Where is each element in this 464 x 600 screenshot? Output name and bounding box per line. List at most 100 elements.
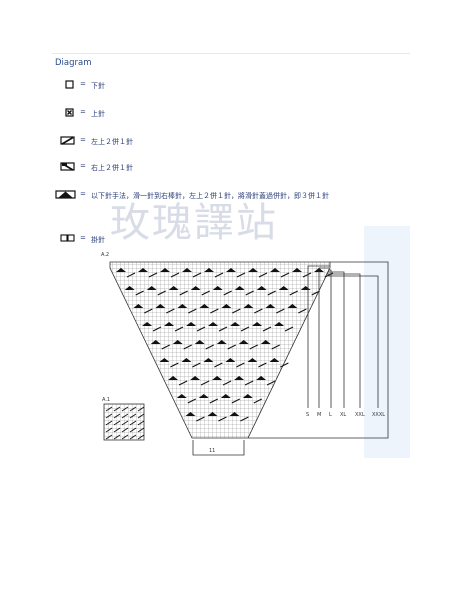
k2tog-left-icon <box>60 136 75 145</box>
motif-decrease-mark <box>265 304 276 308</box>
a1-slant-mark <box>137 434 145 440</box>
motif-decrease-mark <box>146 286 157 290</box>
chart-a1-marks <box>105 406 145 440</box>
motif-decrease-mark <box>182 268 192 272</box>
double-decrease-icon <box>55 190 76 199</box>
motif-slant-mark <box>236 362 245 368</box>
motif-slant-mark <box>254 308 263 314</box>
motif-decrease-mark <box>168 286 179 290</box>
a1-slant-mark <box>129 406 137 412</box>
size-label-l: L <box>329 412 332 418</box>
motif-decrease-mark <box>252 322 263 326</box>
motif-decrease-mark <box>168 376 179 380</box>
motif-slant-mark <box>192 362 201 368</box>
motif-decrease-mark <box>150 340 161 344</box>
a1-slant-mark <box>113 434 121 440</box>
motif-slant-mark <box>227 344 236 350</box>
motif-decrease-mark <box>203 358 214 362</box>
motif-decrease-mark <box>247 358 258 362</box>
motif-decrease-mark <box>185 412 196 416</box>
motif-decrease-mark <box>220 394 231 398</box>
a1-slant-mark <box>105 434 113 440</box>
chart-a2-motifs <box>116 268 334 422</box>
motif-slant-mark <box>289 290 298 296</box>
motif-slant-mark <box>302 272 312 278</box>
motif-decrease-mark <box>216 340 227 344</box>
motif-decrease-mark <box>229 412 240 416</box>
a1-slant-mark <box>137 413 145 419</box>
motif-slant-mark <box>244 380 254 386</box>
yarn-over-icon <box>60 234 75 242</box>
motif-decrease-mark <box>226 268 236 272</box>
motif-decrease-mark <box>225 358 236 362</box>
motif-slant-mark <box>179 290 188 296</box>
motif-decrease-mark <box>138 268 148 272</box>
a1-slant-mark <box>137 427 145 433</box>
watermark: 玫瑰譯站 <box>110 200 278 246</box>
size-lines <box>248 261 389 439</box>
legend-text: 以下針手法，滑一針到右棒針，左上２併１針，將滑針蓋過併針，即３併１針 <box>91 192 329 200</box>
legend-equals: = <box>80 108 86 116</box>
motif-decrease-mark <box>116 268 126 272</box>
size-outline <box>248 261 389 439</box>
a1-slant-mark <box>129 420 137 426</box>
a1-slant-mark <box>121 420 129 426</box>
motif-slant-mark <box>223 290 232 296</box>
motif-slant-mark <box>258 272 268 278</box>
legend-text: 左上２併１針 <box>91 138 133 146</box>
size-line <box>325 275 379 408</box>
motif-decrease-mark <box>248 268 258 272</box>
size-line <box>328 269 332 408</box>
motif-decrease-mark <box>212 376 223 380</box>
size-label-xl: XL <box>340 412 346 418</box>
repeat-count-label: 11 <box>209 448 215 454</box>
motif-decrease-mark <box>269 358 280 362</box>
motif-slant-mark <box>152 326 162 332</box>
motif-decrease-mark <box>274 322 285 326</box>
motif-slant-mark <box>144 308 153 314</box>
size-line <box>327 271 345 408</box>
motif-slant-mark <box>253 398 262 404</box>
motif-decrease-mark <box>234 286 245 290</box>
knit-square-icon <box>65 80 74 89</box>
motif-decrease-mark <box>260 340 271 344</box>
size-line <box>326 273 361 408</box>
chart-a2-label: A.2 <box>101 252 109 258</box>
motif-decrease-mark <box>212 286 223 290</box>
motif-slant-mark <box>258 362 267 368</box>
size-line <box>307 265 330 408</box>
motif-slant-mark <box>161 344 170 350</box>
motif-slant-mark <box>201 290 210 296</box>
legend-equals: = <box>80 80 86 88</box>
motif-slant-mark <box>135 290 144 296</box>
motif-slant-mark <box>284 326 294 332</box>
a1-slant-mark <box>105 420 113 426</box>
a1-slant-mark <box>137 406 145 412</box>
motif-slant-mark <box>192 272 202 278</box>
motif-slant-mark <box>188 308 197 314</box>
a1-slant-mark <box>137 420 145 426</box>
motif-slant-mark <box>218 326 228 332</box>
motif-slant-mark <box>232 308 241 314</box>
a1-slant-mark <box>105 427 113 433</box>
motif-slant-mark <box>231 398 240 404</box>
legend-equals: = <box>80 234 86 242</box>
a1-slant-mark <box>105 413 113 419</box>
motif-decrease-mark <box>172 340 183 344</box>
motif-slant-mark <box>214 272 224 278</box>
motif-slant-mark <box>267 290 276 296</box>
motif-decrease-mark <box>292 268 302 272</box>
motif-slant-mark <box>280 272 290 278</box>
motif-decrease-mark <box>181 358 192 362</box>
motif-decrease-mark <box>221 304 232 308</box>
motif-slant-mark <box>266 380 276 386</box>
motif-slant-mark <box>280 362 289 368</box>
motif-slant-mark <box>262 326 272 332</box>
motif-decrease-mark <box>204 268 214 272</box>
motif-decrease-mark <box>199 304 210 308</box>
motif-decrease-mark <box>177 304 188 308</box>
motif-slant-mark <box>196 326 206 332</box>
motif-slant-mark <box>298 308 307 314</box>
a1-slant-mark <box>105 406 113 412</box>
